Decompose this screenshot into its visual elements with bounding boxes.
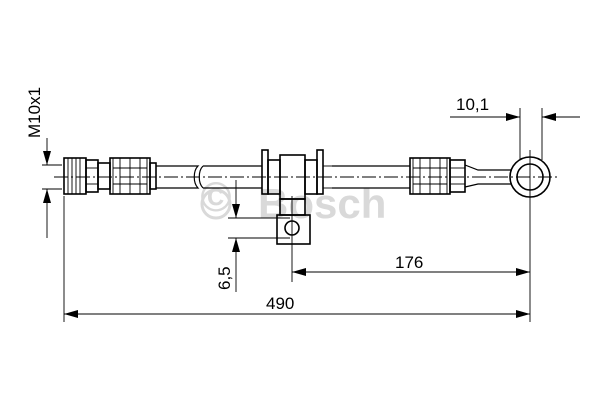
dim-overall-length: 490: [63, 196, 530, 322]
mounting-bracket: [261, 149, 332, 282]
dim-eye-width-label: 10,1: [456, 95, 489, 114]
dim-bracket-offset-label: 6,5: [215, 266, 234, 290]
hose: [156, 165, 410, 189]
dim-thread: M10x1: [25, 87, 62, 238]
dim-eye-width: 10,1: [450, 95, 580, 160]
dim-bracket-offset: 6,5: [215, 180, 290, 292]
dim-bracket-to-eye: 176: [292, 204, 531, 322]
copyright-symbol: ©: [201, 173, 232, 220]
right-fitting: [409, 157, 512, 195]
dim-bracket-to-eye-label: 176: [395, 253, 423, 272]
banjo-eye: [509, 150, 551, 204]
dim-thread-label: M10x1: [25, 87, 44, 138]
dim-overall-length-label: 490: [266, 294, 294, 313]
bosch-watermark: © Bosch: [200, 173, 386, 227]
left-fitting: [63, 157, 157, 195]
